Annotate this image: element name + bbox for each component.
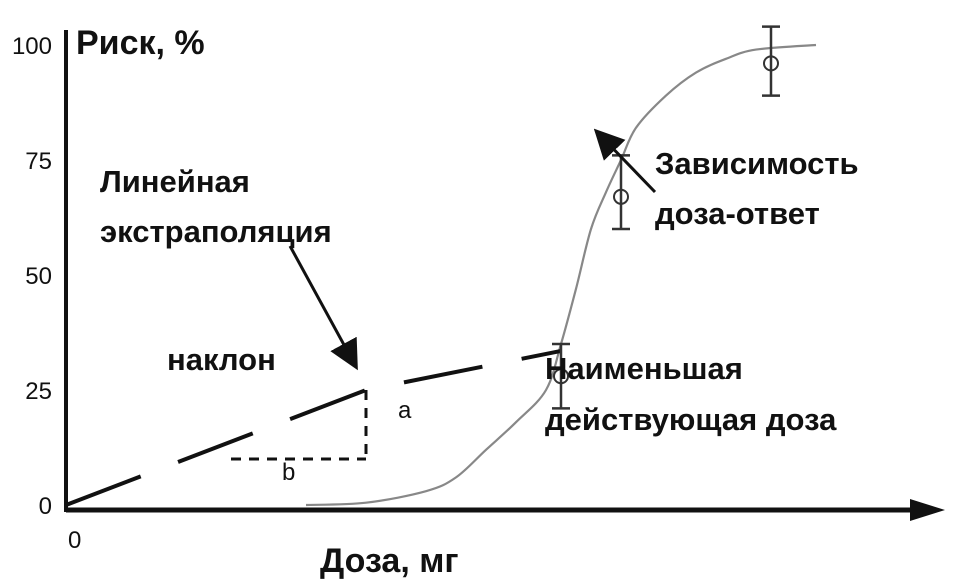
y-axis-label: Риск, % [76, 24, 205, 62]
dose-response-arrow [593, 128, 657, 194]
slope-label-b: b [282, 459, 295, 486]
annotation-linear-extrapolation-line1: Линейная [100, 164, 250, 199]
error-bar-2 [762, 25, 780, 97]
error-bar-point-1 [613, 188, 629, 205]
error-bar-point-0 [553, 368, 569, 385]
linear-extrapolation-line [65, 348, 562, 507]
extrapolation-arrow [288, 245, 358, 371]
annotation-dose-response-line1: Зависимость [655, 146, 859, 181]
y-tick-label-100: 100 [12, 33, 52, 60]
y-tick-labels: 0 25 50 75 100 [12, 33, 52, 520]
dose-response-curve [305, 43, 817, 507]
y-tick-label-0: 0 [39, 493, 52, 520]
x-axis-arrow-icon [910, 499, 945, 521]
annotation-lowest-effective-dose-line1: Наименьшая [545, 351, 743, 386]
annotation-linear-extrapolation-line2: экстраполяция [100, 214, 332, 249]
annotation-dose-response-line2: доза-ответ [655, 196, 820, 231]
annotation-lowest-effective-dose-line2: действующая доза [545, 402, 837, 437]
error-bar-point-2 [763, 55, 779, 72]
error-bar-0 [552, 342, 570, 410]
x-axis-label: Доза, мг [320, 542, 459, 580]
annotation-slope: наклон [167, 342, 276, 377]
error-bars [552, 25, 780, 410]
y-tick-label-75: 75 [25, 148, 52, 175]
x-tick-label-0: 0 [68, 527, 81, 554]
y-tick-label-25: 25 [25, 378, 52, 405]
y-tick-label-50: 50 [25, 263, 52, 290]
slope-label-a: a [398, 397, 412, 424]
error-bar-1 [612, 154, 630, 231]
